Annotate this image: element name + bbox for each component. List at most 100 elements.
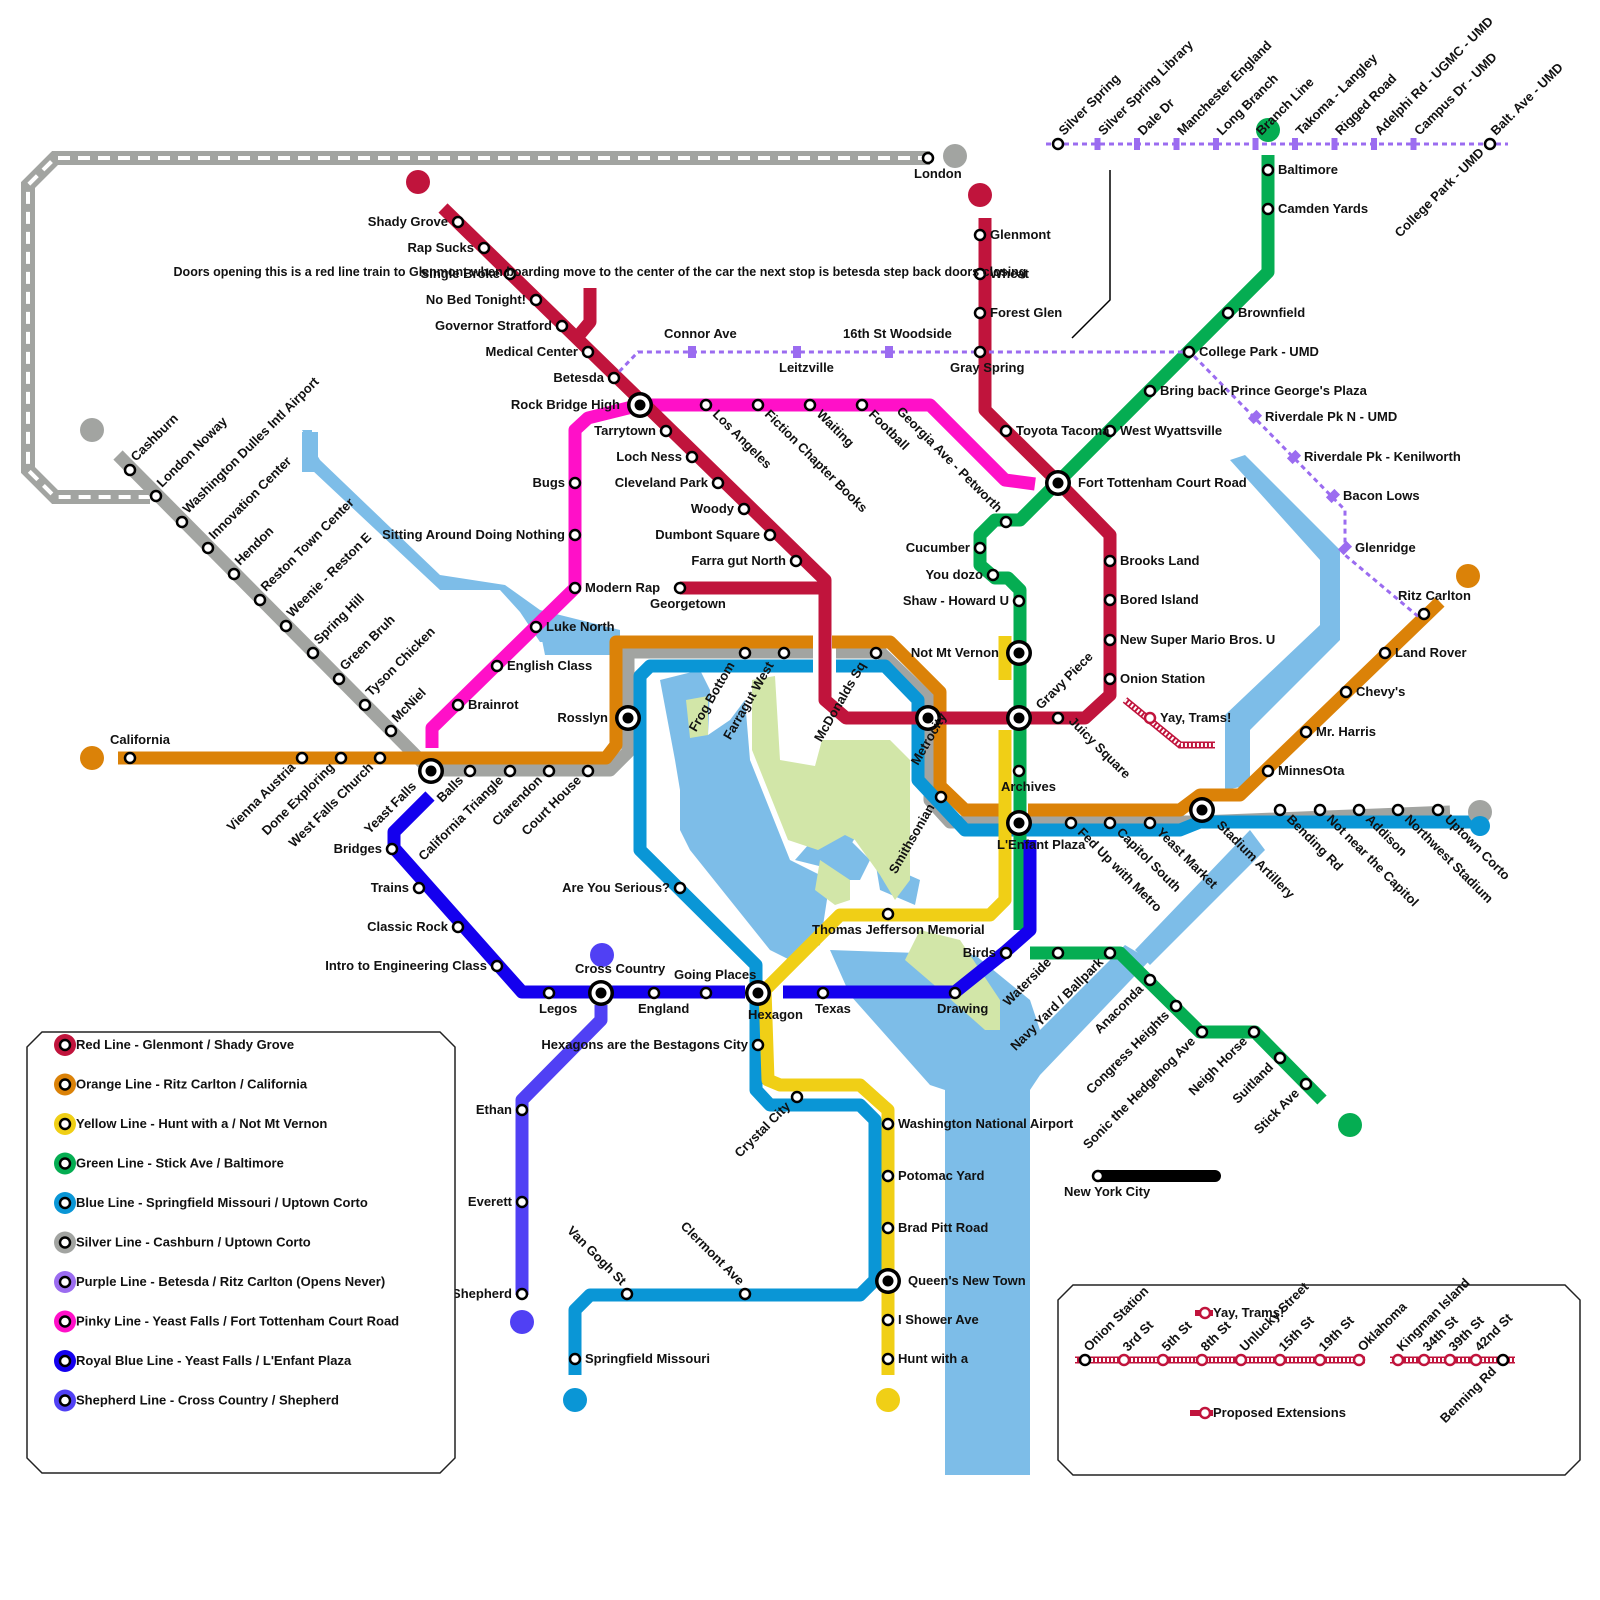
- station-trains[interactable]: [414, 883, 424, 893]
- station-vienna-austria[interactable]: [297, 753, 307, 763]
- station-woody[interactable]: [739, 504, 749, 514]
- station-going-places[interactable]: [701, 988, 711, 998]
- station-farra-gut-north[interactable]: [791, 556, 801, 566]
- station-yay-trams[interactable]: [1145, 713, 1155, 723]
- station-reston-town-center[interactable]: [255, 595, 265, 605]
- station-yeast-market[interactable]: [1145, 818, 1155, 828]
- station-college-park-umd[interactable]: [1184, 347, 1194, 357]
- station-new-super-mario-bros-u[interactable]: [1105, 635, 1115, 645]
- station-smithsonian[interactable]: [936, 792, 946, 802]
- station-washington-dulles-intl-airport[interactable]: [177, 517, 187, 527]
- tram-station-onion-station[interactable]: [1080, 1355, 1090, 1365]
- purple-stop-leitzville[interactable]: [793, 346, 801, 358]
- station-congress-heights[interactable]: [1171, 1001, 1181, 1011]
- station-brooks-land[interactable]: [1105, 556, 1115, 566]
- purple-stop-16th-st-woodside[interactable]: [885, 346, 893, 358]
- station-loch-ness[interactable]: [687, 452, 697, 462]
- tram-station-42nd-st[interactable]: [1471, 1355, 1481, 1365]
- station-capitol-south[interactable]: [1105, 818, 1115, 828]
- purple-stop-manchester-england[interactable]: [1174, 138, 1180, 150]
- station-new-york-city[interactable]: [1093, 1171, 1103, 1181]
- station-chevy-s[interactable]: [1341, 687, 1351, 697]
- station-betesda[interactable]: [609, 373, 619, 383]
- station-balls[interactable]: [465, 766, 475, 776]
- station-minnesota[interactable]: [1263, 766, 1273, 776]
- station-luke-north[interactable]: [531, 622, 541, 632]
- station-crystal-city[interactable]: [792, 1092, 802, 1102]
- station-classic-rock[interactable]: [453, 922, 463, 932]
- station-shepherd[interactable]: [517, 1289, 527, 1299]
- station-bugs[interactable]: [570, 478, 580, 488]
- station-waterside[interactable]: [1053, 948, 1063, 958]
- station-gray-spring[interactable]: [975, 347, 985, 357]
- station-farragut-west[interactable]: [779, 648, 789, 658]
- station-silver-spring[interactable]: [1053, 139, 1063, 149]
- station-northwest-stadium[interactable]: [1393, 805, 1403, 815]
- station-drawing[interactable]: [950, 988, 960, 998]
- station-modern-rap[interactable]: [570, 583, 580, 593]
- station-weenie-reston-e[interactable]: [281, 621, 291, 631]
- station-georgetown[interactable]: [675, 583, 685, 593]
- station-ritz-carlton[interactable]: [1419, 609, 1429, 619]
- station-spring-hill[interactable]: [308, 648, 318, 658]
- station-bridges[interactable]: [387, 844, 397, 854]
- station-cleveland-park[interactable]: [713, 478, 723, 488]
- tram-station-oklahoma[interactable]: [1354, 1355, 1364, 1365]
- station-shady-grove[interactable]: [453, 217, 463, 227]
- station-sonic-the-hedgehog-ave[interactable]: [1197, 1027, 1207, 1037]
- tram-station-15th-st[interactable]: [1275, 1355, 1285, 1365]
- station-shaw-howard-u[interactable]: [1014, 596, 1024, 606]
- purple-stop-connor-ave[interactable]: [688, 346, 696, 358]
- station-navy-yard-ballpark[interactable]: [1105, 948, 1115, 958]
- station-court-house[interactable]: [583, 766, 593, 776]
- station-clarendon[interactable]: [544, 766, 554, 776]
- tram-station-19th-st[interactable]: [1315, 1355, 1325, 1365]
- station-thomas-jefferson-memorial[interactable]: [883, 909, 893, 919]
- station-onion-station[interactable]: [1105, 674, 1115, 684]
- station-california-triangle[interactable]: [505, 766, 515, 776]
- station-california[interactable]: [125, 753, 135, 763]
- station-mr-harris[interactable]: [1301, 727, 1311, 737]
- station-brad-pitt-road[interactable]: [883, 1223, 893, 1233]
- station-english-class[interactable]: [492, 661, 502, 671]
- station-bring-back-prince-george-s-plaza[interactable]: [1145, 386, 1155, 396]
- station-i-shower-ave[interactable]: [883, 1315, 893, 1325]
- station-suitland[interactable]: [1275, 1053, 1285, 1063]
- station-you-dozo[interactable]: [988, 570, 998, 580]
- tram-station-8th-st[interactable]: [1197, 1355, 1207, 1365]
- station-van-gogh-st[interactable]: [622, 1289, 632, 1299]
- station-mcdonalds-sq[interactable]: [871, 648, 881, 658]
- station-football[interactable]: [857, 400, 867, 410]
- purple-stop-branch-line[interactable]: [1253, 138, 1259, 150]
- station-hunt-with-a[interactable]: [883, 1354, 893, 1364]
- station-glenmont[interactable]: [975, 230, 985, 240]
- station-brownfield[interactable]: [1223, 308, 1233, 318]
- station-anaconda[interactable]: [1145, 975, 1155, 985]
- station-stick-ave[interactable]: [1301, 1079, 1311, 1089]
- station-are-you-serious[interactable]: [675, 883, 685, 893]
- station-hendon[interactable]: [229, 569, 239, 579]
- station-tyson-chicken[interactable]: [360, 700, 370, 710]
- station-birds[interactable]: [1001, 948, 1011, 958]
- tram-station-benning-rd[interactable]: [1498, 1355, 1508, 1365]
- station-fiction-chapter-books[interactable]: [753, 400, 763, 410]
- station-clermont-ave[interactable]: [740, 1289, 750, 1299]
- station-brainrot[interactable]: [453, 700, 463, 710]
- station-texas[interactable]: [818, 988, 828, 998]
- station-cucumber[interactable]: [975, 543, 985, 553]
- station-camden-yards[interactable]: [1263, 204, 1273, 214]
- tram-station-unlucky-street[interactable]: [1236, 1355, 1246, 1365]
- purple-stop-glenridge[interactable]: [1338, 541, 1352, 555]
- station-london[interactable]: [923, 153, 933, 163]
- station-not-near-the-capitol[interactable]: [1315, 805, 1325, 815]
- tram-station-3rd-st[interactable]: [1119, 1355, 1129, 1365]
- station-los-angeles[interactable]: [701, 400, 711, 410]
- station-intro-to-engineering-class[interactable]: [492, 961, 502, 971]
- purple-stop-adelphi-rd-ugmc-umd[interactable]: [1371, 138, 1377, 150]
- purple-stop-campus-dr-umd[interactable]: [1411, 138, 1417, 150]
- station-medical-center[interactable]: [583, 347, 593, 357]
- station-england[interactable]: [649, 988, 659, 998]
- station-uptown-corto[interactable]: [1433, 805, 1443, 815]
- station-georgia-ave-petworth[interactable]: [1001, 517, 1011, 527]
- station-addison[interactable]: [1354, 805, 1364, 815]
